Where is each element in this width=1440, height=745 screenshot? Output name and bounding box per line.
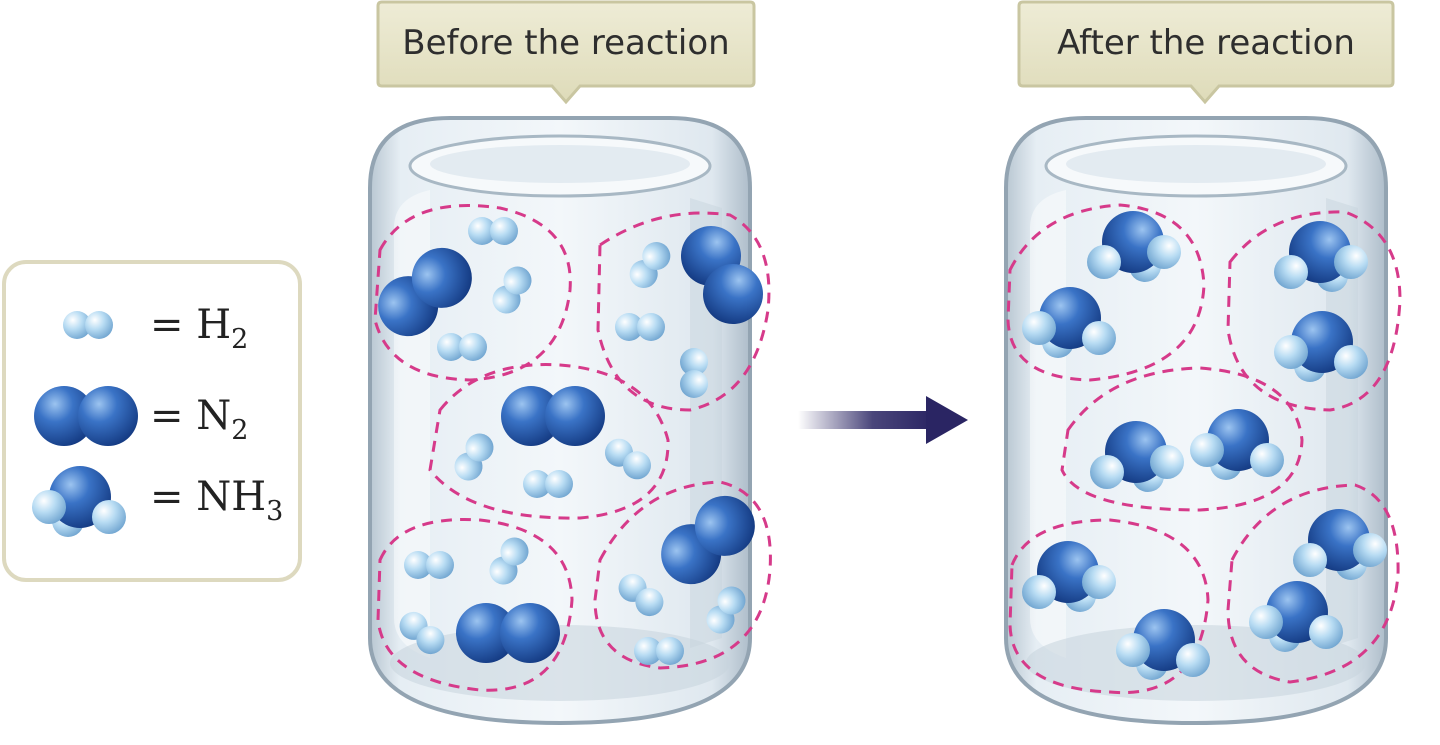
- legend: = H2 = N2 = NH3: [2, 260, 302, 582]
- after-group-outlines: [1006, 203, 1402, 695]
- group-outline: [428, 363, 670, 520]
- group-outline: [596, 211, 771, 412]
- group-outline: [1226, 483, 1400, 684]
- legend-item-h2: = H2: [63, 302, 248, 355]
- group-outline: [1060, 366, 1304, 512]
- group-outline: [593, 480, 772, 670]
- reaction-arrow-icon: [798, 396, 968, 444]
- group-outline: [1006, 203, 1206, 382]
- legend-item-nh3: = NH3: [32, 466, 283, 537]
- before-label: Before the reaction: [376, 0, 756, 105]
- legend-n2-label: = N2: [150, 393, 248, 446]
- before-label-text: Before the reaction: [402, 23, 729, 63]
- before-jar: [365, 116, 774, 725]
- legend-h2-label: = H2: [150, 302, 248, 355]
- legend-nh3-label: = NH3: [150, 474, 283, 527]
- group-outline: [1226, 210, 1402, 412]
- before-group-outlines: [373, 204, 772, 692]
- group-outline: [376, 518, 574, 692]
- after-label-text: After the reaction: [1057, 23, 1355, 63]
- legend-item-n2: = N2: [34, 386, 248, 446]
- group-outline: [373, 204, 572, 382]
- after-label: After the reaction: [1017, 0, 1395, 105]
- group-outline: [1008, 518, 1210, 695]
- after-jar: [1004, 116, 1402, 725]
